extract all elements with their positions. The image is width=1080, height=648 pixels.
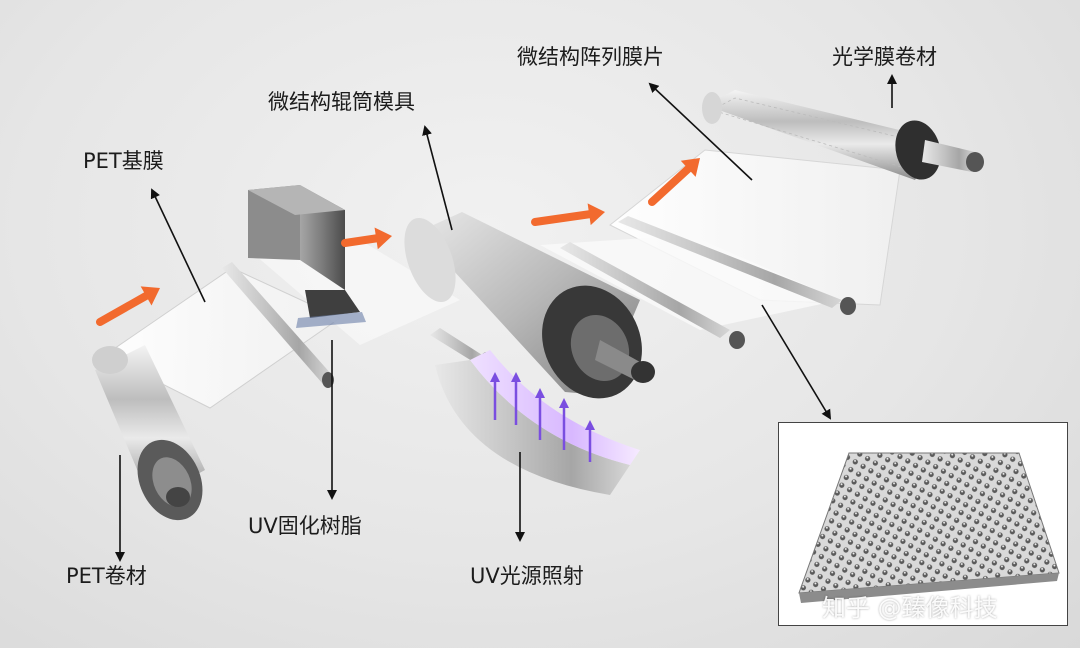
- lower-film-sheet: [540, 235, 840, 330]
- label-roller-mold: 微结构辊筒模具: [268, 90, 415, 114]
- uv-ray-3: [535, 388, 545, 440]
- flow-arrow-2: [341, 227, 392, 250]
- guide-roller-3: [560, 242, 745, 349]
- label-pet-roll: PET卷材: [66, 564, 147, 588]
- guide-roller-1: [222, 262, 334, 388]
- flow-arrow-1: [96, 286, 160, 326]
- watermark: 知乎 @臻像科技: [822, 594, 998, 622]
- uv-lamp-trough: [435, 350, 640, 495]
- pointer-array-film: [648, 82, 753, 181]
- uv-ray-1: [490, 372, 500, 420]
- uv-ray-2: [511, 372, 521, 425]
- pointer-arrows: [115, 74, 897, 562]
- resin-film-sheet: [255, 240, 460, 345]
- pet-roll: [92, 345, 205, 521]
- flow-arrow-3: [531, 203, 605, 226]
- label-uv-resin: UV固化树脂: [248, 514, 362, 538]
- microstructure-inset-panel: [778, 422, 1068, 626]
- label-array-film: 微结构阵列膜片: [517, 45, 664, 69]
- flow-arrow-4: [648, 158, 700, 206]
- roller-mold-drum: [404, 212, 655, 399]
- uv-ray-4: [559, 398, 569, 450]
- pointer-pet-film: [150, 188, 206, 303]
- microstructure-mesh-image: [798, 452, 1060, 603]
- pointer-roller-mold: [422, 125, 453, 231]
- uv-ray-5: [585, 420, 595, 462]
- uv-resin-dispenser: [248, 185, 366, 328]
- uv-ray-arrows: [490, 372, 595, 462]
- label-optical-roll: 光学膜卷材: [832, 45, 937, 69]
- pointer-inset: [761, 304, 832, 420]
- guide-roller-4: [618, 216, 856, 315]
- label-uv-light: UV光源照射: [470, 564, 584, 588]
- flow-arrows: [96, 158, 700, 326]
- label-pet-film: PET基膜: [83, 149, 164, 173]
- optical-film-roll: [702, 90, 984, 180]
